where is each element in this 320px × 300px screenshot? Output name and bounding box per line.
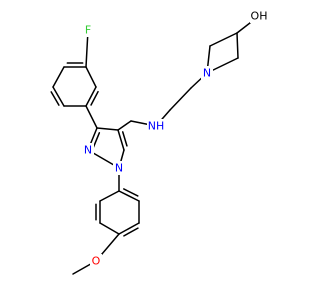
ethyl-bond <box>169 87 192 111</box>
double-bond-line <box>121 131 128 147</box>
methoxyphenyl-bond <box>118 190 140 202</box>
piperidine-nitrogen-label: N <box>203 67 211 80</box>
pyrazole-n1-label-bg <box>113 161 125 175</box>
methoxyphenyl-bond <box>99 190 120 202</box>
pyrazole-n1-label-group: N <box>113 161 125 175</box>
fluorophenyl-bond <box>85 66 97 88</box>
methoxy-oxygen-label-group: O <box>90 254 102 268</box>
fluorophenyl-bond <box>52 86 65 107</box>
pyrazole-bond <box>117 129 125 151</box>
double-bond-line <box>90 90 99 106</box>
methoxy-oxygen-label-bg <box>90 254 102 268</box>
methoxy-oxygen-label: O <box>92 255 101 268</box>
double-bond-line <box>50 91 60 106</box>
molecule-structure: OH N NH N N F O <box>50 9 269 275</box>
fluorine-label-group: F <box>83 23 94 37</box>
piperidine-nitrogen-label-group: N <box>201 66 213 80</box>
pyrazole-n2-label-bg <box>82 143 94 157</box>
methoxyphenyl-bond <box>118 222 140 235</box>
molecule-canvas: OH N NH N N F O <box>50 9 269 275</box>
hydroxyl-label: OH <box>251 10 268 23</box>
piperidine-bond <box>209 32 238 47</box>
methylene-bond <box>117 120 132 131</box>
hydroxyl-label-group: OH <box>250 9 269 23</box>
fluorine-label: F <box>85 24 91 37</box>
piperidine-bond <box>236 32 239 59</box>
pyrazole-bond <box>96 127 119 131</box>
double-bond-line <box>92 132 101 149</box>
amine-nitrogen-label: NH <box>148 120 165 133</box>
pyrazole-n1-label: N <box>115 162 123 175</box>
fluorine-label-bg <box>83 23 94 37</box>
double-bond-line <box>123 188 139 197</box>
amine-nitrogen-label-group: NH <box>147 119 165 133</box>
fluorophenyl-bond <box>52 66 65 88</box>
piperidine-nitrogen-label-bg <box>201 66 213 80</box>
methoxyphenyl-bond <box>99 222 120 235</box>
hydroxyl-label-bg <box>250 9 269 23</box>
pyrazole-n2-label-group: N <box>82 143 94 157</box>
pyrazole-n2-label: N <box>84 144 92 157</box>
fluorophenyl-bond <box>85 86 97 107</box>
double-bond-line <box>123 227 139 237</box>
amine-nitrogen-label-bg <box>147 119 165 133</box>
aryl-link-bond <box>85 105 98 129</box>
